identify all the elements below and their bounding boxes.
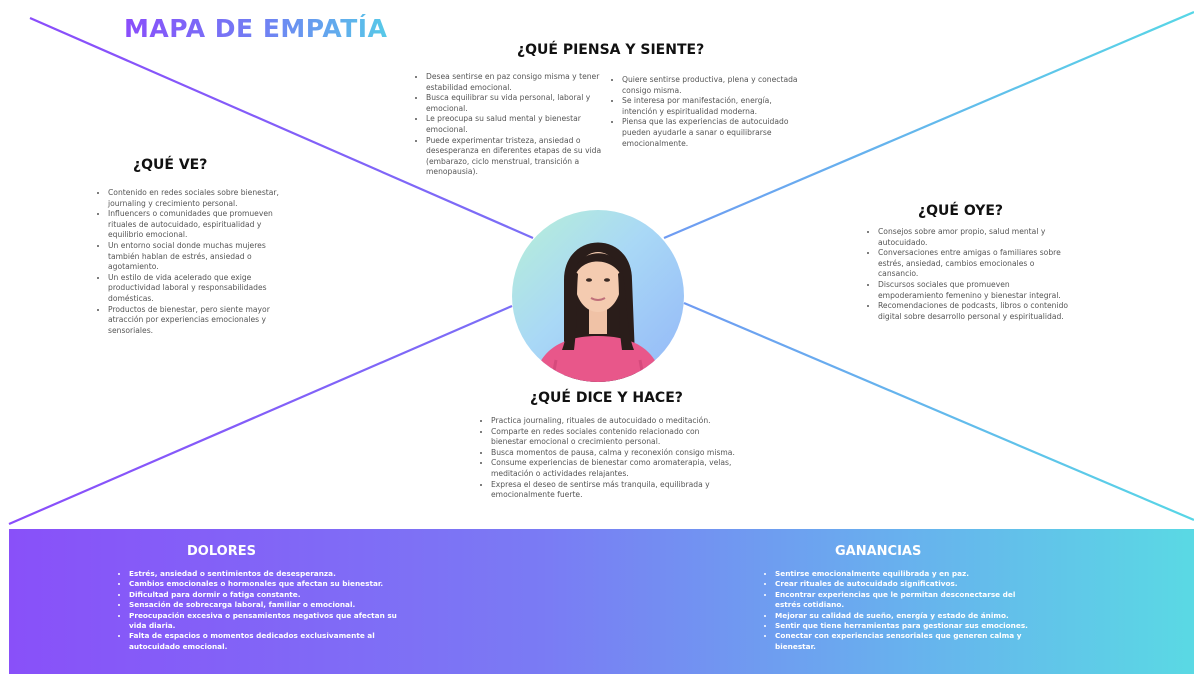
line-bottom-left <box>8 304 513 526</box>
list-item: Le preocupa su salud mental y bienestar … <box>426 114 614 135</box>
list-dice-hace: Practica journaling, rituales de autocui… <box>481 416 737 501</box>
heading-ganancias: GANANCIAS <box>835 544 922 559</box>
list-item: Conversaciones entre amigas o familiares… <box>878 248 1073 280</box>
list-item: Puede experimentar tristeza, ansiedad o … <box>426 136 614 178</box>
list-item: Conectar con experiencias sensoriales qu… <box>775 631 1043 652</box>
list-item: Crear rituales de autocuidado significat… <box>775 579 1043 589</box>
list-item: Desea sentirse en paz consigo misma y te… <box>426 72 614 93</box>
list-item: Falta de espacios o momentos dedicados e… <box>129 631 409 652</box>
list-item: Estrés, ansiedad o sentimientos de deses… <box>129 569 409 579</box>
list-item: Preocupación excesiva o pensamientos neg… <box>129 611 409 632</box>
list-item: Quiere sentirse productiva, plena y cone… <box>622 75 800 96</box>
list-item: Un entorno social donde muchas mujeres t… <box>108 241 296 273</box>
list-item: Productos de bienestar, pero siente mayo… <box>108 305 296 337</box>
list-item: Sentirse emocionalmente equilibrada y en… <box>775 569 1043 579</box>
list-item: Busca momentos de pausa, calma y reconex… <box>491 448 737 459</box>
list-dolores: Estrés, ansiedad o sentimientos de deses… <box>119 569 409 652</box>
list-item: Cambios emocionales o hormonales que afe… <box>129 579 409 589</box>
list-item: Consejos sobre amor propio, salud mental… <box>878 227 1073 248</box>
heading-ve: ¿QUÉ VE? <box>133 157 208 173</box>
list-piensa-col2: Quiere sentirse productiva, plena y cone… <box>612 75 800 149</box>
list-item: Recomendaciones de podcasts, libros o co… <box>878 301 1073 322</box>
heading-dolores: DOLORES <box>187 544 256 559</box>
heading-dice-hace: ¿QUÉ DICE Y HACE? <box>530 390 683 406</box>
woman-portrait-icon <box>534 242 662 382</box>
line-bottom-right <box>683 301 1194 522</box>
list-item: Piensa que las experiencias de autocuida… <box>622 117 800 149</box>
line-top-left <box>29 16 534 240</box>
list-item: Contenido en redes sociales sobre bienes… <box>108 188 296 209</box>
list-item: Encontrar experiencias que le permitan d… <box>775 590 1043 611</box>
pains-gains-banner: DOLORES Estrés, ansiedad o sentimientos … <box>9 529 1194 674</box>
list-item: Mejorar su calidad de sueño, energía y e… <box>775 611 1043 621</box>
list-item: Expresa el deseo de sentirse más tranqui… <box>491 480 737 501</box>
list-item: Comparte en redes sociales contenido rel… <box>491 427 737 448</box>
heading-piensa-siente: ¿QUÉ PIENSA Y SIENTE? <box>517 42 705 58</box>
list-oye: Consejos sobre amor propio, salud mental… <box>868 227 1073 322</box>
list-item: Influencers o comunidades que promueven … <box>108 209 296 241</box>
list-item: Practica journaling, rituales de autocui… <box>491 416 737 427</box>
list-item: Sentir que tiene herramientas para gesti… <box>775 621 1043 631</box>
list-item: Un estilo de vida acelerado que exige pr… <box>108 273 296 305</box>
line-top-right <box>663 10 1194 240</box>
page-title: MAPA DE EMPATÍA <box>124 14 388 43</box>
list-item: Discursos sociales que promueven empoder… <box>878 280 1073 301</box>
list-item: Dificultad para dormir o fatiga constant… <box>129 590 409 600</box>
persona-avatar <box>512 210 684 382</box>
list-item: Sensación de sobrecarga laboral, familia… <box>129 600 409 610</box>
list-ganancias: Sentirse emocionalmente equilibrada y en… <box>765 569 1043 652</box>
list-item: Consume experiencias de bienestar como a… <box>491 458 737 479</box>
list-item: Se interesa por manifestación, energía, … <box>622 96 800 117</box>
list-ve: Contenido en redes sociales sobre bienes… <box>98 188 296 336</box>
heading-oye: ¿QUÉ OYE? <box>918 203 1004 219</box>
list-item: Busca equilibrar su vida personal, labor… <box>426 93 614 114</box>
list-piensa-col1: Desea sentirse en paz consigo misma y te… <box>416 72 614 178</box>
